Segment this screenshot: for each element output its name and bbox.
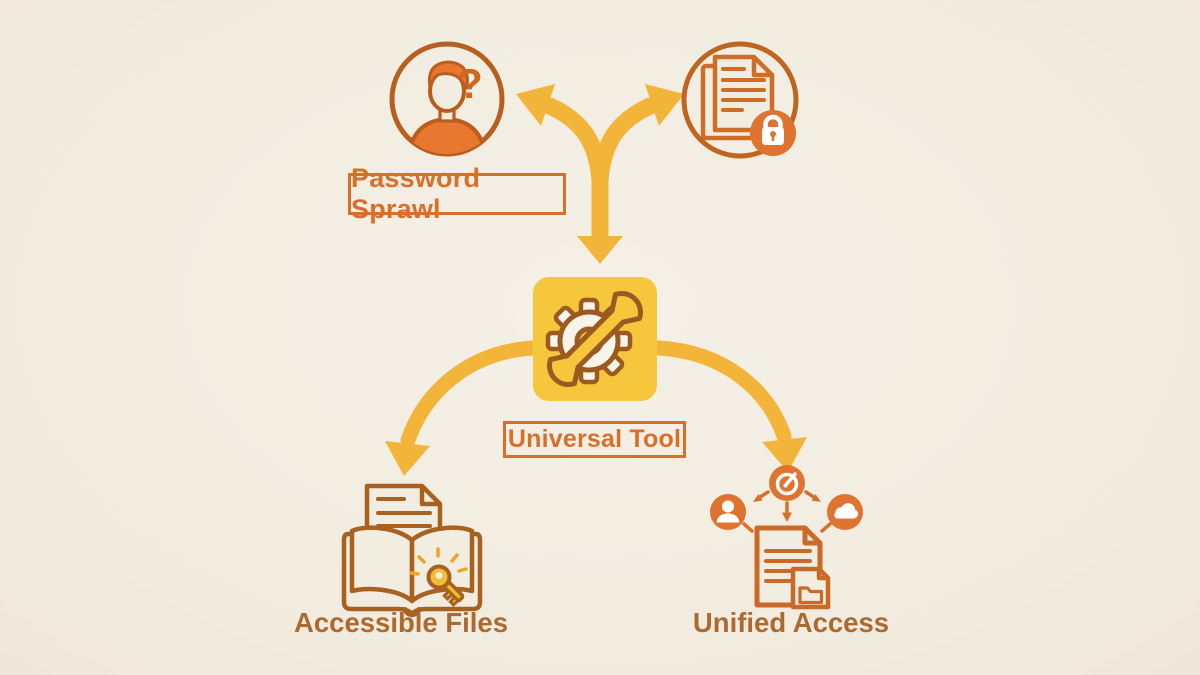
locked-documents-icon	[681, 41, 799, 159]
book-document-lines	[376, 497, 432, 528]
book-right-page	[409, 525, 475, 604]
wrench-icon	[546, 290, 644, 388]
hub-connector-arrows	[742, 490, 832, 533]
document-text-lines	[721, 67, 766, 112]
hub-document-icon	[710, 465, 863, 610]
universal-tool-node	[531, 275, 659, 403]
unified-access-label: Unified Access	[692, 607, 890, 638]
user-badge-icon	[710, 494, 746, 530]
lock-badge-icon	[750, 110, 796, 156]
book-document-fold	[419, 486, 440, 507]
gauge-badge-icon	[769, 465, 805, 501]
key-icon	[426, 564, 465, 608]
confused-user-icon: ?	[389, 41, 505, 157]
password-sprawl-label: Password Sprawl	[348, 163, 566, 224]
main-document-lines	[764, 549, 812, 583]
user-torso	[407, 116, 487, 154]
universal-tool-label: Universal Tool	[503, 421, 686, 458]
unified-access-node	[706, 462, 871, 612]
accessible-files-label: Accessible Files	[293, 607, 509, 638]
documents-circle-outline	[681, 41, 799, 159]
folder-glyph	[798, 586, 824, 605]
arrowhead-universal-tool	[577, 236, 623, 264]
document-fold	[751, 57, 772, 78]
open-book-key-icon	[341, 483, 483, 618]
book-spine-notch	[403, 607, 421, 617]
password-sprawl-node: ?	[389, 41, 505, 157]
accessible-files-node	[338, 474, 488, 620]
file-page-icon	[790, 566, 831, 610]
main-document-fold	[802, 528, 820, 546]
gear-wrench-icon	[533, 277, 657, 401]
question-mark: ?	[457, 60, 483, 107]
arrow-to-locked-documents	[591, 97, 659, 189]
user-hair	[427, 60, 469, 91]
book-left-page	[349, 525, 415, 604]
cloud-badge-icon	[827, 494, 863, 530]
key-sparkles	[409, 547, 468, 576]
arrowhead-password-sprawl	[516, 84, 555, 126]
locked-documents-node	[678, 38, 802, 162]
arrowhead-accessible-files	[385, 441, 430, 476]
